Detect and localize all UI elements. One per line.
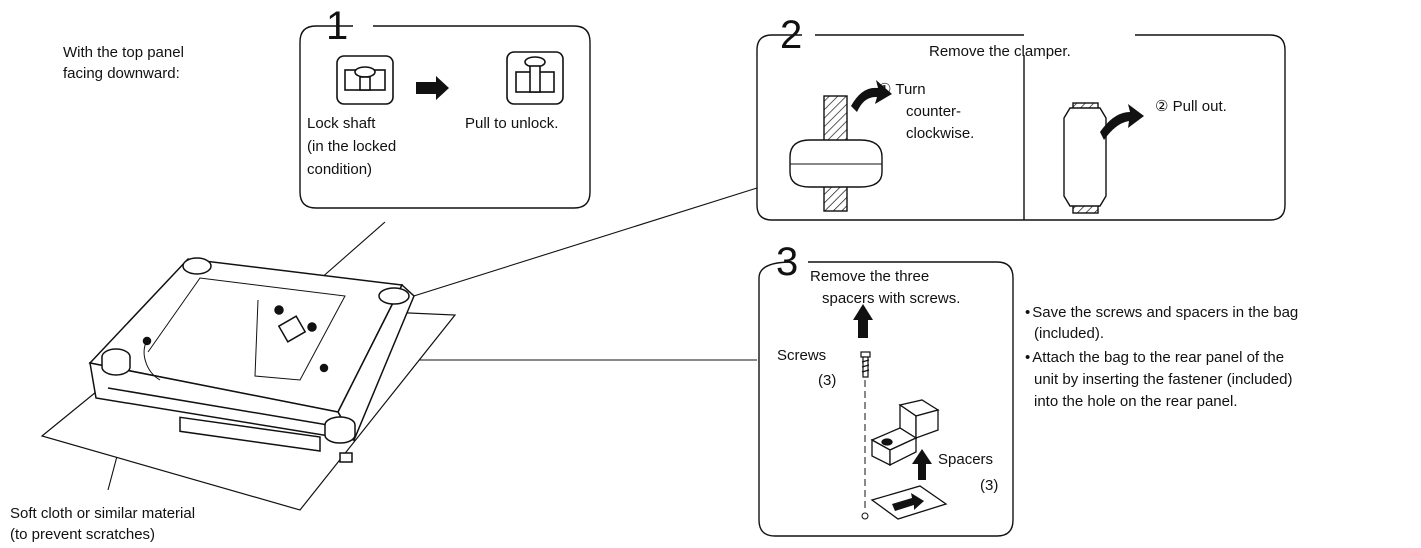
spacers-count: (3) xyxy=(980,477,999,494)
turn-label-line-2: counter- xyxy=(906,103,962,120)
arrow-right-icon xyxy=(416,76,449,100)
rear-panel-hole-icon xyxy=(870,485,948,520)
intro-line-1: With the top panel xyxy=(63,44,184,61)
step-3-number: 3 xyxy=(776,240,799,284)
screws-label: Screws xyxy=(777,347,827,364)
lock-shaft-locked-icon xyxy=(336,55,394,105)
lock-shaft-label-line-1: Lock shaft xyxy=(307,115,376,132)
note-bullet-1-line-2: (included). xyxy=(1034,325,1105,342)
screws-count: (3) xyxy=(818,372,837,389)
step-1-number: 1 xyxy=(326,4,349,48)
turn-label-line-1: ① Turn xyxy=(878,81,926,98)
pull-out-label: ② Pull out. xyxy=(1155,98,1227,115)
spacers-label: Spacers xyxy=(938,451,994,468)
step-3-title-line-1: Remove the three xyxy=(810,268,930,285)
step-2-number: 2 xyxy=(780,13,803,57)
pull-to-unlock-label: Pull to unlock. xyxy=(465,115,559,132)
step-3-frame xyxy=(758,261,1014,537)
up-arrow-icon-2 xyxy=(912,449,932,480)
step-2-frame xyxy=(756,34,1286,221)
clamper-turn-illustration xyxy=(789,95,883,212)
up-arrow-icon xyxy=(853,304,873,338)
pull-arrow-icon xyxy=(1100,104,1144,140)
step-3-title-line-2: spacers with screws. xyxy=(822,290,961,307)
lock-shaft-label-line-2: (in the locked xyxy=(307,138,397,155)
note-bullet-2-line-3: into the hole on the rear panel. xyxy=(1034,393,1238,410)
device-unit xyxy=(88,257,415,463)
intro-line-2: facing downward: xyxy=(63,65,180,82)
note-bullet-2-line-2: unit by inserting the fastener (included… xyxy=(1034,371,1293,388)
note-bullet-1-line-1: Save the screws and spacers in the bag xyxy=(1025,303,1298,323)
clamper-pull-illustration xyxy=(1063,102,1107,214)
cloth-label-line-2: (to prevent scratches) xyxy=(10,526,156,543)
lock-shaft-label-line-3: condition) xyxy=(307,161,373,178)
cloth-label-line-1: Soft cloth or similar material xyxy=(10,505,196,522)
step-1-frame xyxy=(299,25,591,209)
step-2-title: Remove the clamper. xyxy=(929,43,1071,60)
turn-arrow-icon xyxy=(851,80,892,112)
screw-icon xyxy=(860,351,871,378)
turn-label-line-3: clockwise. xyxy=(906,125,975,142)
mounting-hole-icon xyxy=(861,512,869,520)
lock-shaft-unlocked-icon xyxy=(506,51,564,105)
note-bullet-2-line-1: Attach the bag to the rear panel of the xyxy=(1025,348,1284,368)
spacer-icon xyxy=(870,399,940,467)
